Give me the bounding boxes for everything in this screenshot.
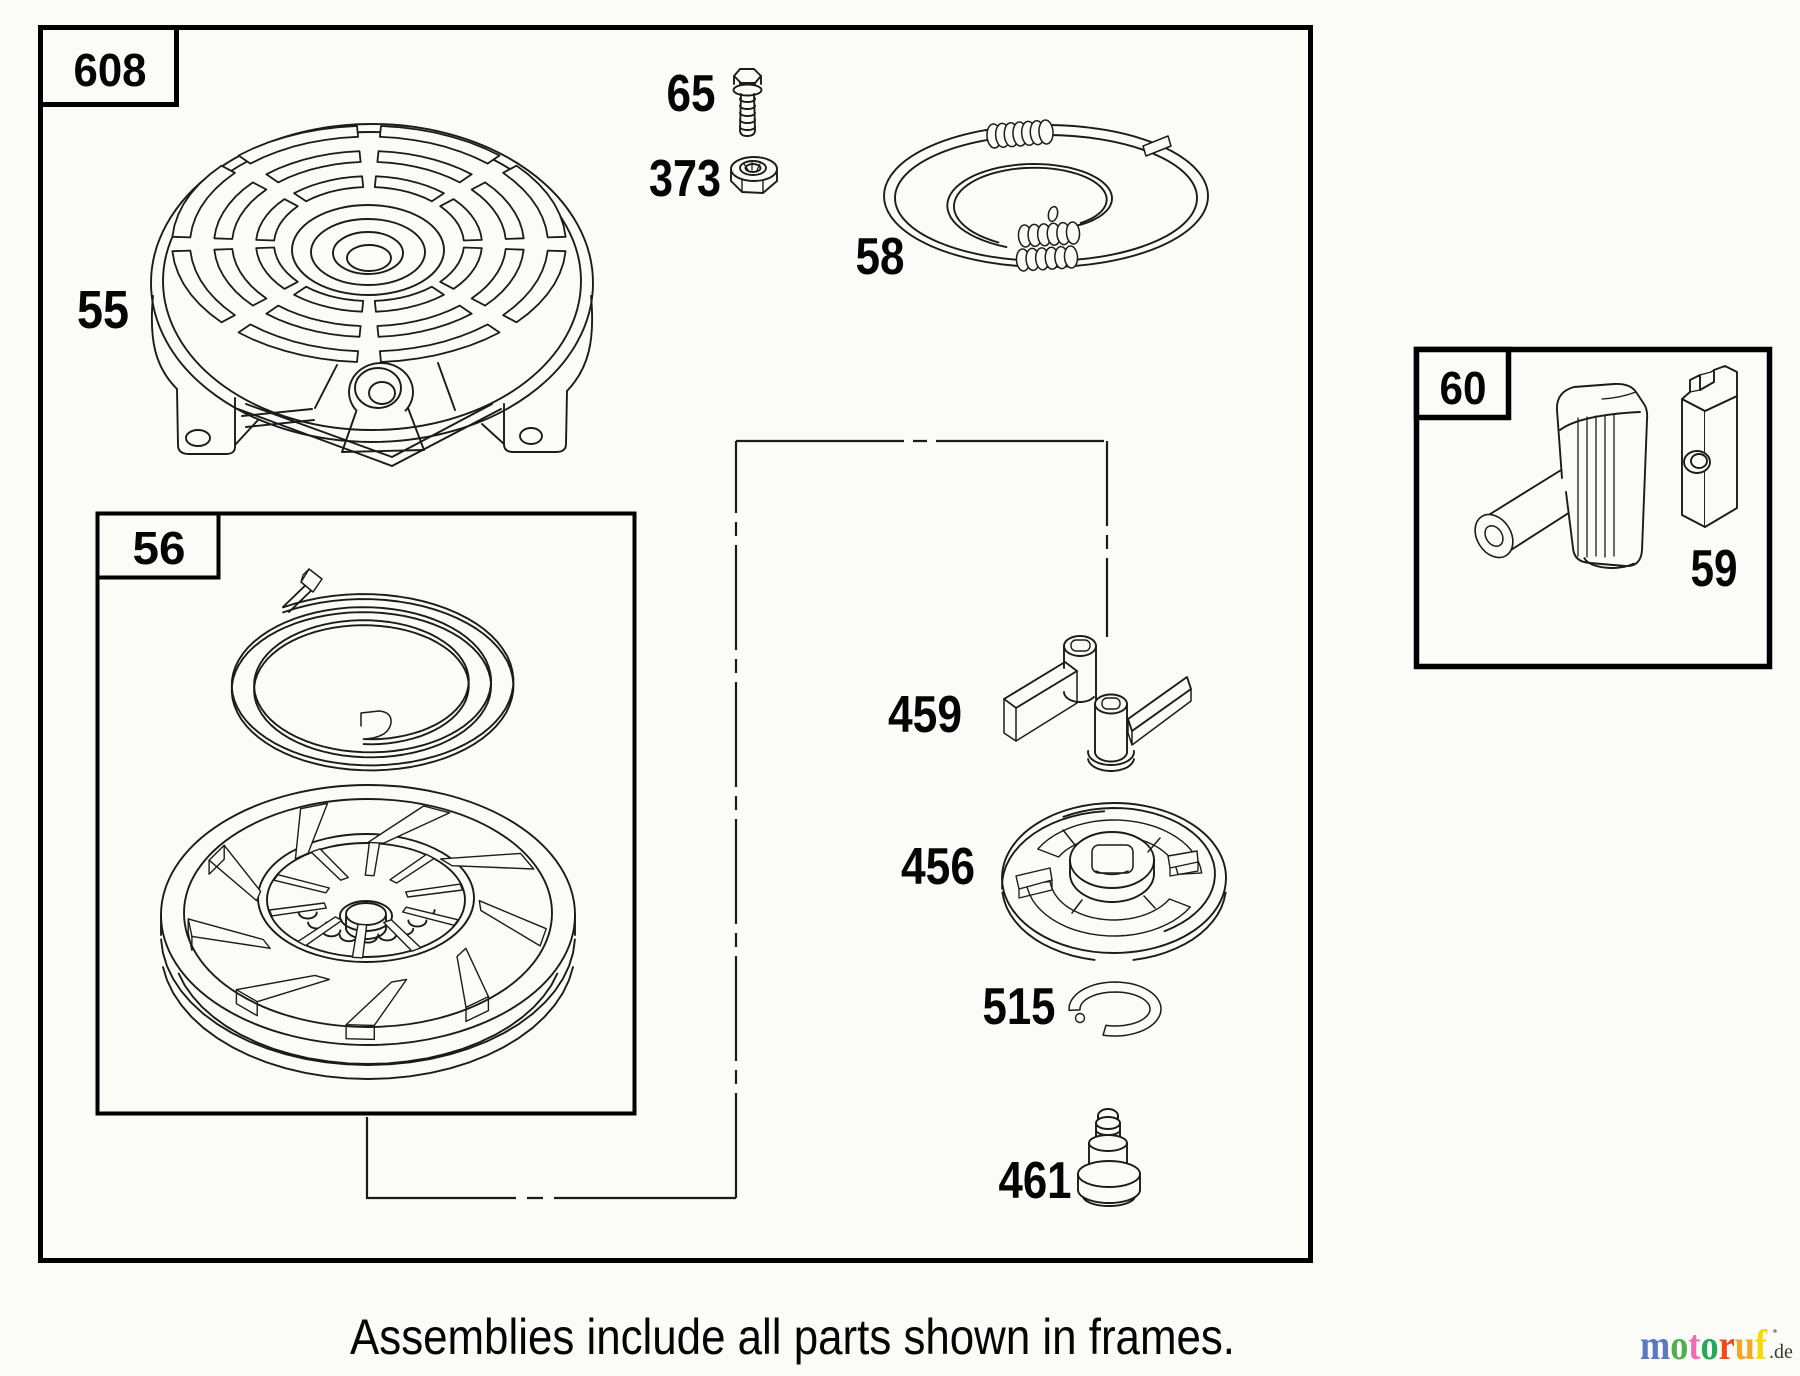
svg-text:373: 373 xyxy=(649,150,721,208)
svg-text:65: 65 xyxy=(667,65,716,123)
svg-text:56: 56 xyxy=(133,522,186,574)
svg-text:461: 461 xyxy=(999,1152,1072,1210)
svg-text:.de: .de xyxy=(1769,1341,1793,1363)
svg-text:456: 456 xyxy=(901,838,975,896)
svg-text:Assemblies include all parts s: Assemblies include all parts shown in fr… xyxy=(350,1309,1235,1365)
svg-text:58: 58 xyxy=(856,228,905,286)
svg-text:608: 608 xyxy=(74,44,147,96)
svg-text:59: 59 xyxy=(1691,540,1738,598)
svg-text:459: 459 xyxy=(888,686,962,744)
svg-text:motoruf: motoruf xyxy=(1640,1323,1768,1369)
svg-text:60: 60 xyxy=(1440,362,1487,414)
svg-text:55: 55 xyxy=(77,280,129,340)
svg-text:515: 515 xyxy=(983,978,1056,1036)
